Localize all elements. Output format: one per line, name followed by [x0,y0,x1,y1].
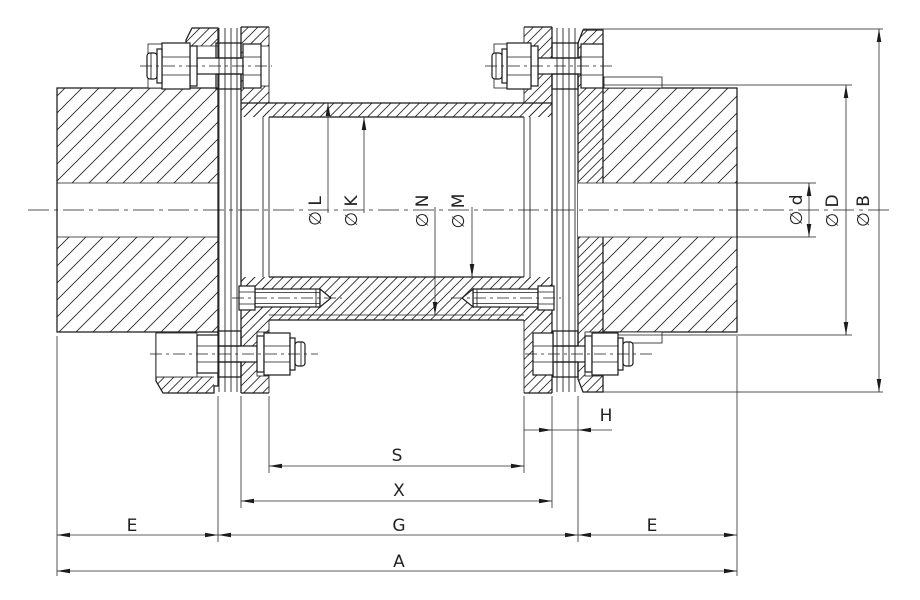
label-phi-l: ∅ L [306,196,326,226]
label-e-right: E [647,516,658,536]
dimension-lines [56,29,882,576]
label-phi-d-small: ∅ d [787,194,807,225]
label-g: G [392,516,405,536]
label-phi-k: ∅ K [342,194,362,226]
label-e-left: E [127,516,138,536]
label-s: S [392,446,403,466]
label-a: A [393,552,405,572]
left-hub [56,27,219,394]
label-phi-m: ∅ M [449,194,469,229]
flange-bolt-top-right [485,42,612,90]
dimension-labels: ∅ L ∅ K ∅ N ∅ M ∅ d ∅ D ∅ B H S X G E E … [127,194,874,572]
flange-bolt-bottom-left [150,330,318,378]
label-phi-n: ∅ N [413,195,433,228]
label-phi-b: ∅ B [854,195,874,227]
label-h: H [600,406,613,426]
flange-bolt-top-left [140,42,272,90]
label-phi-d-big: ∅ D [823,194,843,227]
flange-bolt-bottom-right [525,330,652,378]
label-x: X [393,481,405,501]
spacer-bolt-right [451,285,561,311]
spacer-bolt-left [232,285,342,311]
